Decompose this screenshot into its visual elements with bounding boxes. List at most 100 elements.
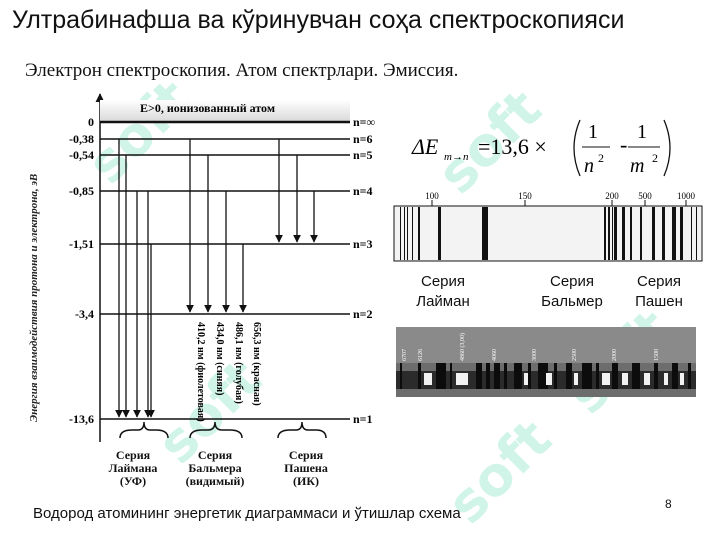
spectral-line xyxy=(412,207,413,260)
photo-bright-band xyxy=(546,373,552,385)
page-subtitle: Электрон спектроскопия. Атом спектрлари.… xyxy=(25,60,459,81)
photo-label: 1500 xyxy=(654,349,660,361)
paschen-brace xyxy=(277,421,327,439)
rydberg-formula: ΔE m→n =13,6 × 1 n 2 - 1 m 2 xyxy=(411,119,671,177)
spectral-line xyxy=(630,207,632,260)
spectral-line xyxy=(640,207,642,260)
photo-bright-band xyxy=(644,373,650,385)
spectral-line xyxy=(691,207,692,260)
photo-band xyxy=(476,363,482,389)
paschen-series-label: Серия Пашена (ИК) xyxy=(284,448,328,488)
photo-label: 6126 xyxy=(418,349,424,361)
formula-den2: m xyxy=(630,155,644,177)
spectral-line xyxy=(407,207,408,260)
photo-label: 3000 xyxy=(532,349,538,361)
photo-band xyxy=(450,363,452,389)
photo-label: 4860 (3,00) xyxy=(459,333,466,361)
level-n-label: n=2 xyxy=(353,307,373,321)
photo-spectrum: 6707 6126 4860 (3,00) 4060 3000 2500 2000 1500 xyxy=(396,327,696,397)
photo-band xyxy=(486,363,490,389)
page-title: Ултрабинафша ва кўринувчан соҳа спектрос… xyxy=(12,6,625,34)
photo-bright-band xyxy=(456,373,468,385)
photo-band xyxy=(554,363,557,389)
balmer-brace xyxy=(189,421,243,439)
ionized-label: E>0, ионизованный атом xyxy=(140,101,275,115)
spectrum-frame xyxy=(393,205,703,262)
balmer-line-label: 434,0 нм (синяя) xyxy=(214,322,225,396)
energy-value: 0 xyxy=(88,115,94,129)
level-n-label: n=1 xyxy=(353,412,373,426)
formula-delta-e: ΔE xyxy=(411,134,439,159)
spectral-line xyxy=(614,207,617,260)
photo-band xyxy=(672,363,678,389)
spectral-line xyxy=(438,207,441,260)
level-n-label: n=5 xyxy=(353,148,373,162)
lyman-spectrum-label: Серия Лайман xyxy=(416,273,470,310)
photo-label: 2500 xyxy=(572,349,578,361)
balmer-line-label: 656,3 нм (красная) xyxy=(251,322,262,406)
balmer-series-label: Серия Бальмера (видимый) xyxy=(185,448,245,488)
photo-band xyxy=(436,363,446,389)
spectral-line xyxy=(404,207,405,260)
photo-band xyxy=(596,363,599,389)
photo-band xyxy=(612,363,618,389)
energy-diagram: Энергия взаимодействия протона и электро… xyxy=(28,93,376,442)
photo-band xyxy=(582,363,592,389)
formula-num1: 1 xyxy=(588,121,598,143)
photo-bright-band xyxy=(602,373,610,385)
formula-minus: - xyxy=(620,132,627,157)
scale-tick-label: 200 xyxy=(605,191,619,201)
spectral-line xyxy=(400,207,401,260)
spectral-line xyxy=(672,207,676,260)
scale-tick-label: 500 xyxy=(638,191,652,201)
spectral-line xyxy=(418,207,420,260)
balmer-line-label: 486,1 нм (голубая) xyxy=(233,322,244,404)
photo-bright-band xyxy=(524,373,528,385)
y-axis-label: Энергия взаимодействия протона и электро… xyxy=(28,174,40,422)
photo-label: 4060 xyxy=(492,349,498,361)
scale-tick-label: 1000 xyxy=(677,191,696,201)
spectral-line xyxy=(482,207,488,260)
photo-band xyxy=(632,363,640,389)
spectral-line xyxy=(696,207,697,260)
formula-exp1: 2 xyxy=(598,151,604,165)
formula-exp2: 2 xyxy=(652,151,658,165)
photo-band xyxy=(566,363,572,389)
photo-bright-band xyxy=(680,373,684,385)
photo-bright-band xyxy=(424,373,432,385)
level-n-label: n=∞ xyxy=(353,115,376,129)
photo-band xyxy=(654,363,658,389)
photo-label: 6707 xyxy=(402,349,408,361)
lyman-brace xyxy=(119,421,169,439)
lyman-series-label: Серия Лаймана (УФ) xyxy=(108,448,158,488)
balmer-spectrum-label: Серия Бальмер xyxy=(541,273,603,310)
energy-value: -3,4 xyxy=(75,307,94,321)
photo-bright-band xyxy=(622,373,628,385)
slide-caption: Водород атомининг энергетик диаграммаси … xyxy=(33,505,461,522)
formula-subscript: m→n xyxy=(444,151,469,163)
level-n-label: n=3 xyxy=(353,237,373,251)
photo-label: 2000 xyxy=(612,349,618,361)
spectral-line xyxy=(608,207,610,260)
paschen-spectrum-label: Серия Пашен xyxy=(635,273,683,310)
level-n-label: n=4 xyxy=(353,184,373,198)
photo-band xyxy=(528,363,531,389)
energy-value: -0,85 xyxy=(69,184,94,198)
photo-band xyxy=(514,363,522,389)
energy-value: -1,51 xyxy=(69,237,94,251)
spectral-line xyxy=(612,207,613,260)
formula-coefficient: =13,6 × xyxy=(478,134,547,159)
spectral-line xyxy=(680,207,683,260)
photo-bright-band xyxy=(664,373,668,385)
photo-band xyxy=(400,363,402,389)
page-number: 8 xyxy=(665,497,672,511)
level-n-label: n=6 xyxy=(353,132,373,146)
energy-value: -13,6 xyxy=(69,412,94,426)
energy-value: -0,38 xyxy=(69,132,94,146)
formula-num2: 1 xyxy=(637,121,647,143)
balmer-line-label: 410,2 нм (фиолетовая) xyxy=(195,322,206,422)
spectral-line xyxy=(662,207,665,260)
energy-value: -0,54 xyxy=(69,148,94,162)
photo-bright-band xyxy=(574,373,578,385)
